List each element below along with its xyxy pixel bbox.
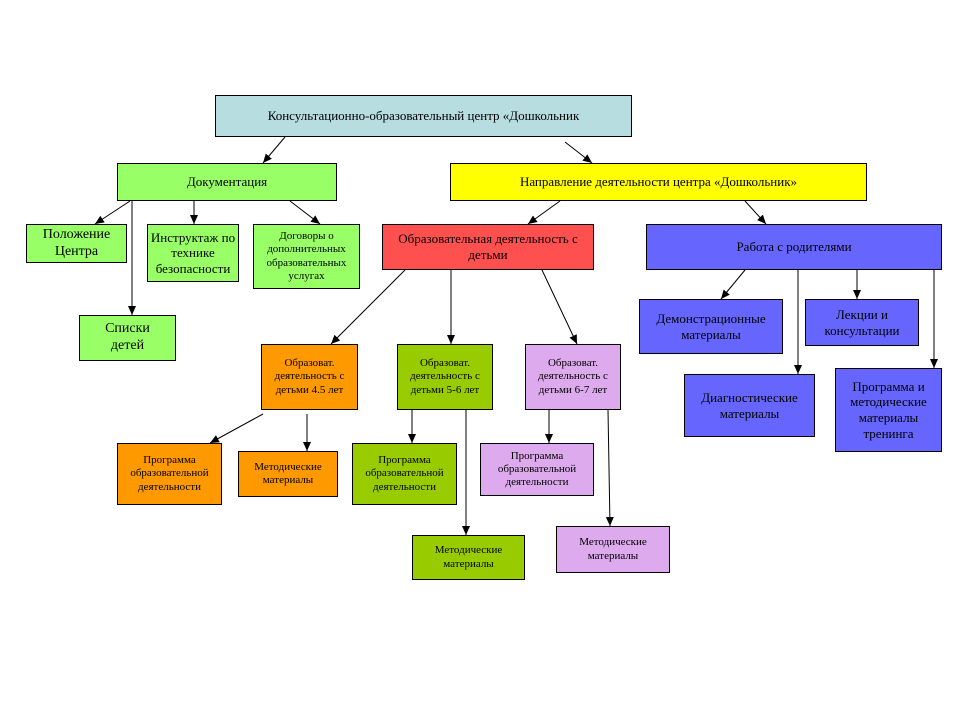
- node-documentation: Документация: [117, 163, 337, 201]
- node-education-activity: Образовательная деятельность с детьми: [382, 224, 594, 270]
- node-methods-4-5: Методические материалы: [238, 451, 338, 497]
- node-edu-4-5: Образоват. деятельность с детьми 4.5 лет: [261, 344, 358, 410]
- node-edu-6-7: Образоват. деятельность с детьми 6-7 лет: [525, 344, 621, 410]
- node-diagnostic-materials: Диагностические материалы: [684, 374, 815, 437]
- node-contracts: Договоры о дополнительных образовательны…: [253, 224, 360, 289]
- node-regulation: Положение Центра: [26, 224, 127, 263]
- node-children-lists: Списки детей: [79, 315, 176, 361]
- arrow-root-direction: [564, 141, 593, 164]
- node-program-5-6: Программа образовательной деятельности: [352, 443, 457, 505]
- arrow-root-documentation: [262, 136, 286, 164]
- arrow-4-5-program: [209, 413, 264, 444]
- arrow-direction-parents: [744, 200, 767, 225]
- arrow-education-4-5: [330, 269, 406, 345]
- node-program-6-7: Программа образовательной деятельности: [480, 443, 594, 496]
- arrow-documentation-contracts: [289, 200, 321, 225]
- arrow-documentation-regulation: [94, 200, 131, 225]
- arrow-education-6-7: [541, 269, 578, 345]
- node-edu-5-6: Образоват. деятельность с детьми 5-6 лет: [397, 344, 493, 410]
- arrow-parents-demo: [720, 269, 746, 300]
- node-methods-5-6: Методические материалы: [412, 535, 525, 580]
- node-parents-work: Работа с родителями: [646, 224, 942, 270]
- node-training-program: Программа и методические материалы трени…: [835, 368, 942, 452]
- node-root: Консультационно-образовательный центр «Д…: [215, 95, 632, 137]
- node-safety-instruction: Инструктаж по технике безопасности: [147, 224, 239, 282]
- node-direction: Направление деятельности центра «Дошколь…: [450, 163, 867, 201]
- arrow-6-7-methods: [605, 409, 614, 527]
- node-demo-materials: Демонстрационные материалы: [639, 299, 783, 354]
- node-lectures: Лекции и консультации: [805, 299, 919, 346]
- node-methods-6-7: Методические материалы: [556, 526, 670, 573]
- node-program-4-5: Программа образовательной деятельности: [117, 443, 222, 505]
- arrow-direction-education: [527, 200, 561, 225]
